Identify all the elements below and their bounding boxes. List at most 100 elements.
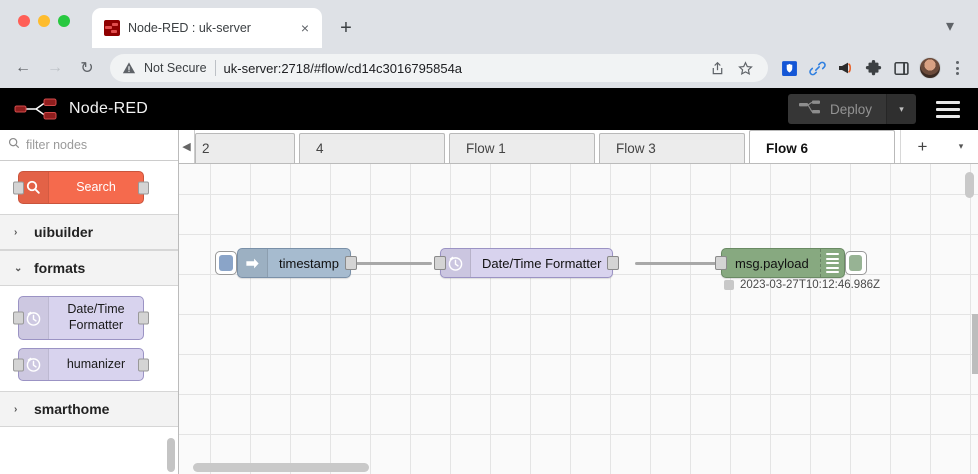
node-input-port[interactable]	[715, 256, 727, 270]
clock-icon	[19, 349, 49, 380]
node-output-port[interactable]	[138, 181, 149, 194]
node-input-port[interactable]	[13, 181, 24, 194]
close-icon[interactable]: ×	[300, 20, 310, 36]
star-icon[interactable]	[732, 55, 758, 81]
tab-flow-1[interactable]: Flow 1	[449, 133, 595, 163]
deploy-button-main[interactable]: Deploy	[787, 94, 886, 124]
palette-node-humanizer[interactable]: humanizer	[13, 348, 149, 381]
palette-node-search-wrap: Search	[0, 161, 178, 214]
app-body: filter nodes Search › uibuilder	[0, 130, 978, 474]
flow-node-debug[interactable]: msg.payload	[715, 248, 867, 278]
link-icon[interactable]	[804, 55, 830, 81]
flow-canvas[interactable]: timestamp Date/Time Formatter msg.payl	[179, 164, 978, 474]
canvas-horizontal-scrollbar[interactable]	[193, 463, 369, 472]
deploy-button[interactable]: Deploy ▾	[787, 94, 916, 124]
megaphone-icon[interactable]	[832, 55, 858, 81]
deploy-icon	[798, 100, 821, 119]
divider	[214, 60, 216, 76]
arrow-right-icon	[238, 249, 268, 277]
close-window-button[interactable]	[18, 15, 30, 27]
back-button[interactable]: ←	[15, 59, 31, 76]
add-flow-button[interactable]: +	[900, 130, 944, 163]
node-output-port[interactable]	[138, 311, 149, 325]
workspace: ◀ 2 4 Flow 1 Flow 3 Flow 6 + ▾	[179, 130, 978, 474]
palette-filter[interactable]: filter nodes	[0, 130, 178, 161]
wire-inject-to-formatter[interactable]	[354, 262, 432, 265]
canvas-vertical-scrollbar[interactable]	[965, 172, 974, 198]
warning-icon	[122, 62, 136, 74]
flow-node-label: Date/Time Formatter	[482, 255, 602, 271]
palette-category-smarthome[interactable]: › smarthome	[0, 391, 178, 427]
flow-tabbar: ◀ 2 4 Flow 1 Flow 3 Flow 6 + ▾	[179, 130, 978, 164]
chevron-down-icon[interactable]: ▾	[945, 18, 955, 35]
node-output-port[interactable]	[607, 256, 620, 270]
inject-trigger-button[interactable]	[215, 251, 237, 275]
flow-node-label: timestamp	[279, 255, 339, 271]
chevron-down-icon: ⌄	[14, 262, 23, 274]
avatar[interactable]	[919, 57, 941, 79]
clock-icon	[19, 297, 49, 339]
tab-flow-6[interactable]: Flow 6	[749, 130, 895, 163]
sidepanel-icon[interactable]	[888, 55, 914, 81]
palette-scroll-area: Search › uibuilder ⌄ formats	[0, 161, 178, 474]
palette-node-search[interactable]: Search	[13, 171, 149, 204]
palette-scrollbar[interactable]	[167, 438, 175, 472]
shield-icon[interactable]	[776, 55, 802, 81]
url-text: uk-server:2718/#flow/cd14c3016795854a	[223, 60, 463, 76]
app-logo[interactable]: Node-RED	[14, 97, 148, 121]
puzzle-icon[interactable]	[860, 55, 886, 81]
address-bar[interactable]: Not Secure uk-server:2718/#flow/cd14c301…	[110, 54, 768, 82]
flow-node-label: msg.payload	[735, 255, 809, 271]
window-traffic-lights[interactable]	[18, 15, 70, 27]
wire-formatter-to-debug[interactable]	[635, 262, 720, 265]
maximize-window-button[interactable]	[58, 15, 70, 27]
reload-button[interactable]: ↻	[80, 60, 94, 77]
tab-list-menu-icon[interactable]: ▾	[944, 130, 978, 163]
browser-tab[interactable]: Node-RED : uk-server ×	[92, 8, 322, 48]
forward-button: →	[47, 59, 63, 76]
security-status-label: Not Secure	[144, 61, 207, 75]
tab-flow-3[interactable]: Flow 3	[599, 133, 745, 163]
tab-4[interactable]: 4	[299, 133, 445, 163]
tab-scroll-left-icon[interactable]: ◀	[179, 130, 195, 163]
app-title: Node-RED	[69, 100, 148, 117]
minimize-window-button[interactable]	[38, 15, 50, 27]
flow-node-date-time-formatter[interactable]: Date/Time Formatter	[434, 248, 620, 278]
browser-tabstrip: Node-RED : uk-server × + ▾	[0, 0, 978, 48]
clock-icon	[441, 249, 471, 277]
node-input-port[interactable]	[13, 311, 24, 325]
magnifier-icon	[19, 172, 49, 203]
new-tab-button[interactable]: +	[340, 17, 352, 39]
sidebar-resize-handle[interactable]	[972, 314, 978, 374]
hamburger-icon[interactable]	[930, 100, 966, 118]
palette-node-label: Search	[76, 179, 116, 194]
node-output-port[interactable]	[344, 256, 357, 270]
omnibox-actions	[704, 55, 758, 81]
search-icon	[8, 136, 20, 154]
node-input-port[interactable]	[13, 358, 24, 371]
node-output-port[interactable]	[138, 358, 149, 371]
palette-filter-input[interactable]: filter nodes	[26, 138, 88, 152]
palette-node-label: humanizer	[66, 356, 126, 371]
flow-node-inject[interactable]: timestamp	[215, 248, 357, 278]
node-input-port[interactable]	[434, 256, 446, 270]
debug-bars-icon	[819, 249, 844, 277]
palette-category-uibuilder[interactable]: › uibuilder	[0, 214, 178, 250]
palette-category-label: formats	[34, 260, 86, 276]
palette-node-humanizer-wrap: humanizer	[0, 344, 178, 391]
flow-tabs: 2 4 Flow 1 Flow 3 Flow 6	[195, 130, 900, 163]
palette-category-formats[interactable]: ⌄ formats	[0, 250, 178, 286]
debug-toggle-button[interactable]	[844, 251, 867, 275]
node-red-logo-icon	[14, 97, 60, 121]
palette-category-label: smarthome	[34, 401, 110, 417]
tab-2[interactable]: 2	[195, 133, 295, 163]
app-header: Node-RED Deploy ▾	[0, 88, 978, 130]
deploy-dropdown-arrow[interactable]: ▾	[886, 94, 916, 124]
browser-omnibar: ← → ↻ Not Secure uk-server:2718/#flow/cd…	[0, 48, 978, 88]
kebab-menu-icon[interactable]	[946, 55, 968, 81]
flow-node-status: 2023-03-27T10:12:46.986Z	[724, 279, 880, 291]
node-palette: filter nodes Search › uibuilder	[0, 130, 179, 474]
share-icon[interactable]	[704, 55, 730, 81]
